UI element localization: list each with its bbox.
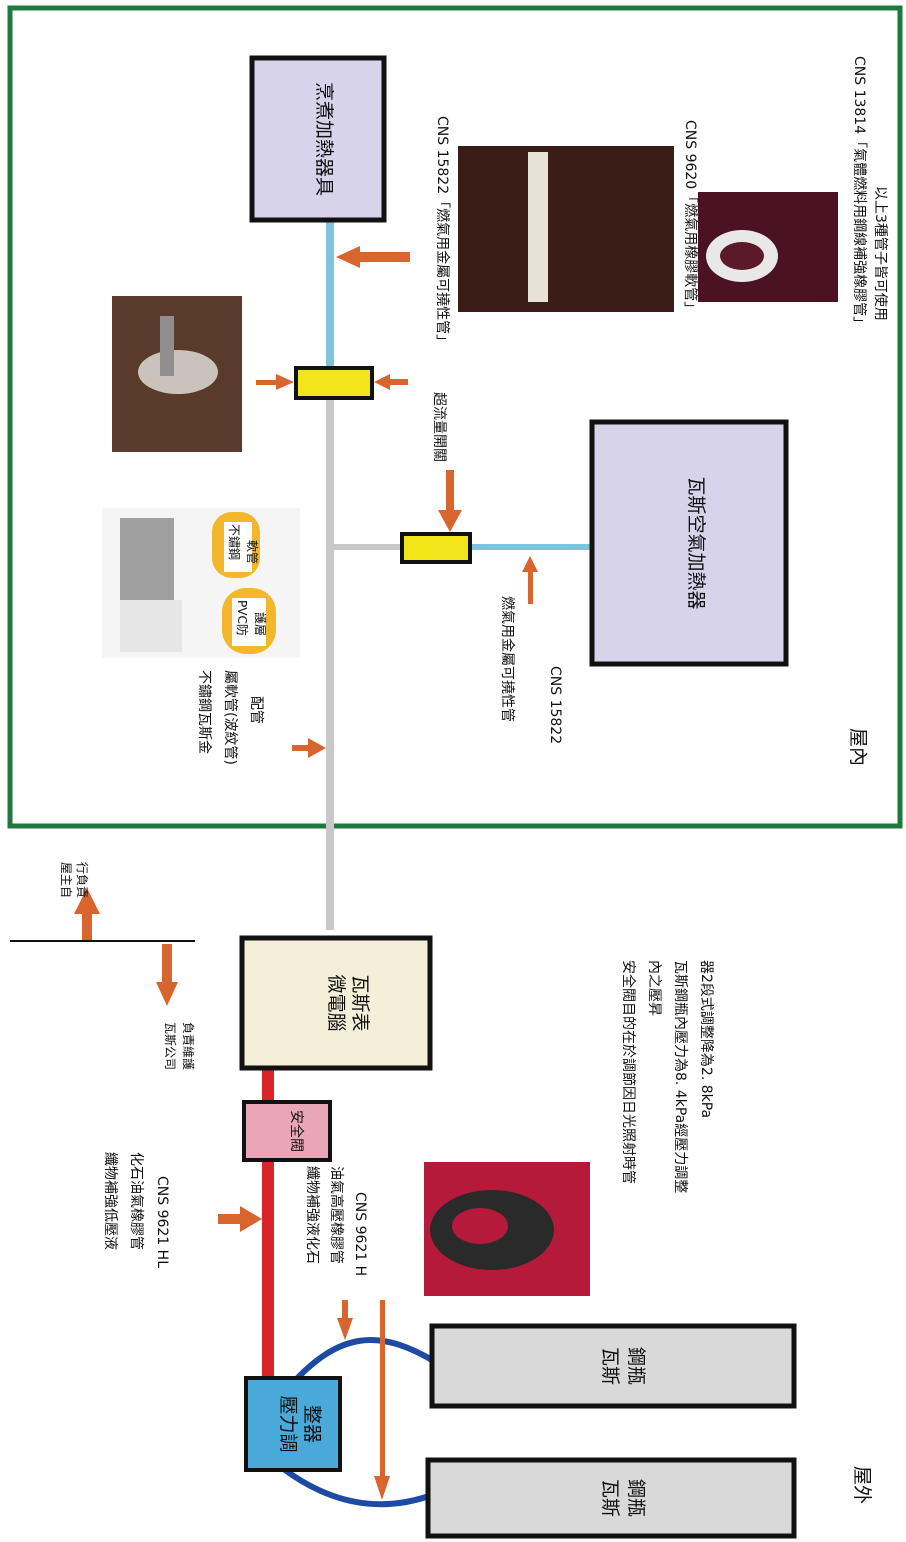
hl-hose-label-2: 化石油氣橡膠管 [128, 1152, 144, 1250]
hl-hose-label-1: 纖物補強低壓液 [102, 1152, 118, 1250]
overflow-switch-label: 超流量開關 [431, 392, 447, 462]
callout-steel-label-1: 不鏽鋼 [227, 524, 242, 560]
hose-to-cylinder-b [285, 1470, 432, 1504]
photo-stainless-hose [102, 508, 300, 658]
callout-pvc-label-1: PVC防 [235, 600, 250, 636]
cns13814-label-2: 以上3種管子皆可使用 [872, 186, 889, 321]
note-line-1: 安全閥目的在於調節因日光照射時管 [620, 960, 637, 1184]
arrow-h-hose-long [374, 1300, 390, 1500]
h-hose-label-3: CNS 9621 H [352, 1192, 368, 1276]
flex-hose-label-2: CNS 15822 [547, 666, 563, 744]
photo-metal-flex-hose [458, 146, 674, 312]
arrow-to-valve-right [374, 374, 408, 390]
arrow-flex-hose [522, 556, 538, 604]
overflow-switch-valve [402, 534, 470, 562]
space-heater-label: 瓦斯空氣加熱器 [685, 476, 707, 609]
branch-grey-pipe [334, 544, 404, 550]
photo-high-pressure-hose [424, 1162, 590, 1296]
upper-blue-pipe [326, 210, 334, 380]
cylinder-b-label-2: 鋼瓶 [625, 1479, 647, 1517]
cylinder-a-label-2: 鋼瓶 [625, 1347, 647, 1385]
arrow-to-valve-left [256, 374, 294, 390]
cylinder-a-label-1: 瓦斯 [599, 1347, 621, 1385]
arrow-stainless-pipe [292, 738, 326, 758]
gas-meter-label-1: 微電腦 [325, 974, 347, 1031]
owner-label-2: 行負責 [75, 862, 89, 898]
callout-pvc-label-2: 護層 [253, 612, 268, 636]
arrow-h-hose-short [337, 1300, 353, 1340]
arrow-to-upper-pipe [336, 246, 410, 268]
stainless-label-1: 不鏽鋼瓦斯金 [196, 670, 212, 754]
owner-label-1: 屋主自 [59, 862, 73, 898]
company-label-2: 負責維護 [181, 1022, 196, 1070]
company-label-1: 瓦斯公司 [163, 1022, 177, 1070]
note-line-3: 瓦斯鋼瓶內壓力為8. 4kPa經壓力調整 [672, 960, 688, 1193]
hl-hose-label-3: CNS 9621 HL [154, 1176, 170, 1268]
cns13814-label-1: CNS 13814「氣體燃料用鋼線補強橡膠管」 [851, 56, 868, 330]
photo-rubber-hose [698, 192, 838, 302]
branch-blue-pipe [470, 544, 595, 550]
cns15822-top-label: CNS 15822「燃氣用金屬可撓性管」 [434, 116, 451, 348]
photo-valve [112, 296, 242, 452]
regulator-label-2: 整器 [301, 1405, 323, 1443]
cns9620-label: CNS 9620「燃氣用橡膠軟管」 [682, 120, 699, 315]
pipes [262, 210, 595, 1504]
stainless-label-2: 屬軟管(波紋管) [222, 670, 238, 765]
cooking-appliance-label: 烹煮加熱器具 [313, 82, 335, 196]
h-hose-label-2: 油氣高壓橡膠管 [328, 1166, 345, 1264]
gas-meter-label-2: 瓦斯表 [349, 974, 371, 1031]
note-line-2: 內之壓昇 [646, 960, 662, 1016]
safety-valve-label: 安全閥 [288, 1110, 305, 1152]
arrow-hl-hose [218, 1206, 262, 1232]
indoor-label: 屋內 [847, 728, 869, 766]
note-line-4: 器2段式調整降為2. 8kPa [698, 960, 714, 1118]
callout-steel-label-2: 軟管 [245, 540, 260, 564]
valve-upper [296, 368, 372, 398]
regulator-label-1: 壓力調 [277, 1395, 299, 1452]
safety-valve-box [244, 1102, 330, 1160]
arrow-overflow-switch [438, 470, 462, 532]
cylinder-b-label-1: 瓦斯 [599, 1479, 621, 1517]
stainless-label-3: 配管 [248, 696, 264, 724]
outdoor-label: 屋外 [851, 1466, 873, 1504]
flex-hose-label-1: 燃氣用金屬可撓性管 [499, 596, 516, 722]
arrow-company [156, 944, 178, 1006]
h-hose-label-1: 纖物補強液化石 [304, 1166, 320, 1264]
